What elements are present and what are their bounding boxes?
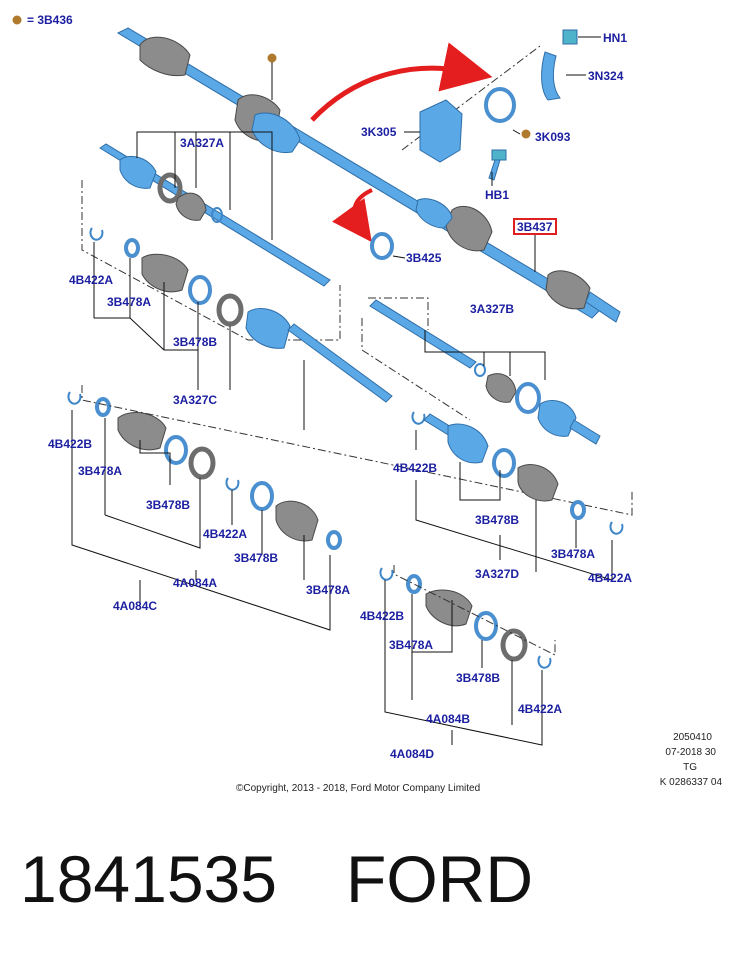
label-4a084c: 4A084C (113, 599, 157, 613)
label-3b478a-5: 3B478A (389, 638, 433, 652)
left-upper-assembly (99, 143, 331, 287)
label-3b437-highlight (513, 218, 557, 235)
label-3k305: 3K305 (361, 125, 397, 139)
legend-dot (12, 15, 22, 25)
right-middle-assembly (369, 299, 601, 445)
label-3a327d: 3A327D (475, 567, 519, 581)
label-4b422b-1: 4B422B (48, 437, 92, 451)
label-hb1: HB1 (485, 188, 509, 202)
label-3b478a-4: 3B478A (551, 547, 595, 561)
nut-marker-dot (521, 129, 531, 139)
copyright: ©Copyright, 2013 - 2018, Ford Motor Comp… (236, 783, 480, 794)
label-4a084a: 4A084A (173, 576, 217, 590)
bottom-assembly (379, 567, 552, 669)
label-4b422b-2: 4B422B (393, 461, 437, 475)
label-3b478a-3: 3B478A (306, 583, 350, 597)
label-3a327a: 3A327A (180, 136, 224, 150)
legend-text: = 3B436 (27, 13, 73, 27)
red-arrow-lower (332, 188, 373, 243)
label-4b422b-3: 4B422B (360, 609, 404, 623)
lower-right-assembly (411, 411, 624, 535)
info-line-1: 2050410 (673, 732, 712, 743)
label-4a084b: 4A084B (426, 712, 470, 726)
brand-name: FORD (346, 842, 533, 916)
red-arrow-upper (310, 42, 493, 122)
info-line-3: TG (683, 762, 697, 773)
info-line-4: K 0286337 04 (660, 777, 723, 788)
label-3a327b: 3A327B (470, 302, 514, 316)
bearing-bracket-group (401, 29, 578, 181)
label-4a084d: 4A084D (390, 747, 434, 761)
lower-left-assembly (67, 391, 342, 550)
label-4b422a-3: 4B422A (588, 571, 632, 585)
label-4b422a-2: 4B422A (203, 527, 247, 541)
label-3n324: 3N324 (588, 69, 624, 83)
label-3b478b-5: 3B478B (456, 671, 500, 685)
bolt-marker-dot (267, 53, 277, 63)
label-3b478a-2: 3B478A (78, 464, 122, 478)
label-4b422a-4: 4B422A (518, 702, 562, 716)
seal-3b425 (370, 232, 394, 260)
label-3b478b-4: 3B478B (475, 513, 519, 527)
label-hn1: HN1 (603, 31, 627, 45)
label-3k093: 3K093 (535, 130, 571, 144)
label-3b478b-2: 3B478B (146, 498, 190, 512)
main-driveshaft (116, 27, 621, 323)
label-3b478b-3: 3B478B (234, 551, 278, 565)
left-middle-assembly (89, 227, 393, 403)
label-3b437: 3B437 (517, 220, 553, 234)
info-line-2: 07-2018 30 (665, 747, 716, 758)
label-3b425: 3B425 (406, 251, 442, 265)
part-number: 1841535 (20, 842, 277, 916)
label-3b478b-1: 3B478B (173, 335, 217, 349)
label-3a327c: 3A327C (173, 393, 217, 407)
label-4b422a-1: 4B422A (69, 273, 113, 287)
label-3b478a-1: 3B478A (107, 295, 151, 309)
